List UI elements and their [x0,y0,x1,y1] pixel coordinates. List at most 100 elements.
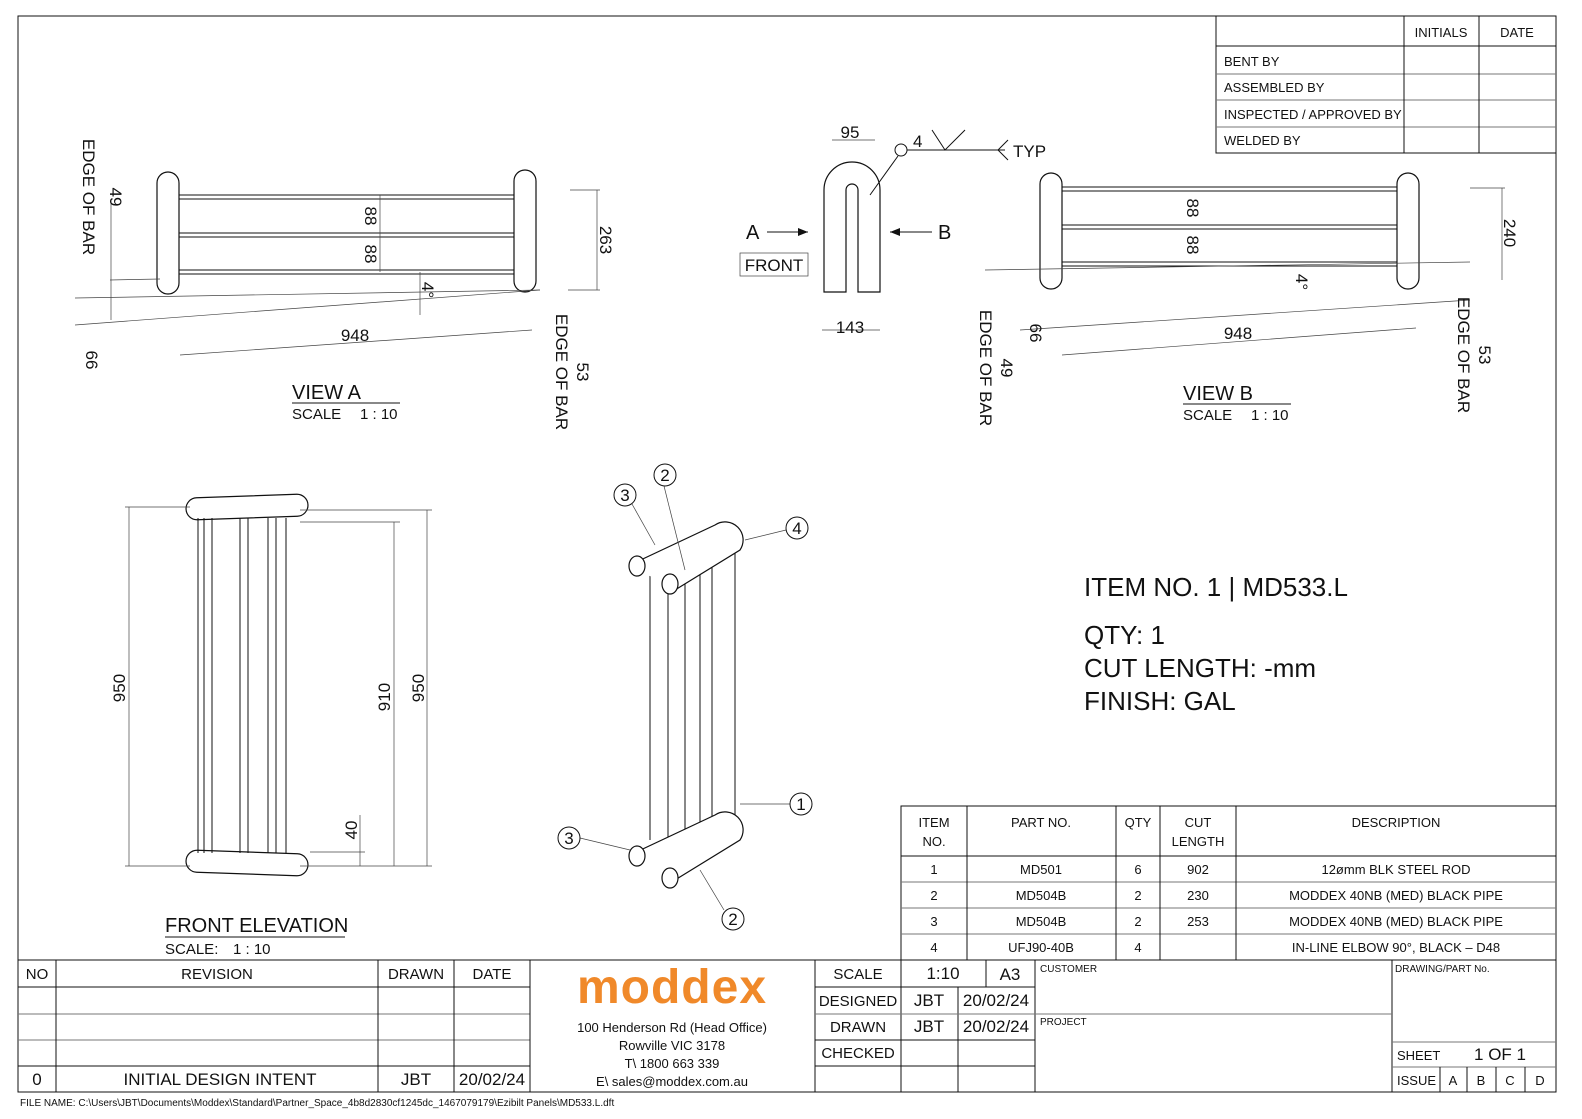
parts-cell-part: MD501 [1020,862,1062,877]
parts-cell-item: 4 [930,940,937,955]
dim-width: 948 [1224,324,1252,343]
parts-cell-part: MD504B [1016,888,1067,903]
balloon-3: 3 [620,486,629,505]
rev-no: 0 [32,1070,41,1089]
view-a-title: VIEW A [292,382,362,404]
item-title: ITEM NO. 1 | MD533.L [1084,572,1348,602]
customer-label: CUSTOMER [1040,964,1097,975]
header-length: LENGTH [1172,834,1225,849]
dim-height: 240 [1500,219,1519,247]
parts-cell-item: 3 [930,914,937,929]
parts-cell-item: 2 [930,888,937,903]
dim-height: 263 [596,226,615,254]
rev-drawn: JBT [401,1070,431,1089]
checked-label: CHECKED [821,1045,895,1062]
front-elevation-scale-label: SCALE: [165,941,218,958]
view-b: 88 88 240 4° 948 66 49 EDGE OF BAR 53 ED… [976,172,1519,426]
issue-c: C [1505,1073,1514,1088]
title-block: SCALE 1:10 A3 DESIGNED JBT 20/02/24 DRAW… [814,960,1556,1092]
dim-rod: 910 [375,683,394,711]
parts-cell-desc: 12ømm BLK STEEL ROD [1321,862,1470,877]
header-qty: QTY [1125,815,1152,830]
revision-table: NO REVISION DRAWN DATE 0 INITIAL DESIGN … [18,959,1556,1092]
view-b-scale-label: SCALE [1183,407,1232,424]
signoff-header-initials: INITIALS [1415,25,1468,40]
edge-right-label: EDGE OF BAR [1454,297,1473,413]
dim-overall-right: 950 [409,674,428,702]
parts-cell-part: UFJ90-40B [1008,940,1074,955]
signoff-row: BENT BY [1224,54,1280,69]
dim-spacing-1: 88 [361,207,380,226]
drawn-by: JBT [914,1017,944,1036]
issue-a: A [1449,1073,1458,1088]
parts-cell-qty: 6 [1134,862,1141,877]
scale-value: 1:10 [926,964,959,983]
parts-cell-cut: 902 [1187,862,1209,877]
dim-edge-left: 49 [106,188,125,207]
edge-left-label: EDGE OF BAR [79,139,98,255]
header-item: ITEM [918,815,949,830]
dim-spacing-2: 88 [1183,236,1202,255]
signoff-row: ASSEMBLED BY [1224,80,1325,95]
rev-header-date: DATE [473,966,512,983]
file-name: FILE NAME: C:\Users\JBT\Documents\Moddex… [20,1098,614,1109]
parts-cell-qty: 2 [1134,888,1141,903]
front-elevation: 950 910 950 40 FRONT ELEVATION SCALE: 1 … [110,493,432,958]
parts-cell-qty: 2 [1134,914,1141,929]
dim-angle: 4° [1292,274,1311,290]
dim-edge-left: 49 [997,359,1016,378]
front-elevation-title: FRONT ELEVATION [165,915,348,937]
parts-cell-part: MD504B [1016,914,1067,929]
item-finish: FINISH: GAL [1084,686,1236,716]
dim-top-width: 95 [841,123,860,142]
side-view: 95 143 4 TYP A B FRONT [739,123,1046,337]
view-b-title: VIEW B [1183,383,1253,405]
dim-edge-right: 53 [573,363,592,382]
balloon-3: 3 [564,829,573,848]
rev-header-revision: REVISION [181,966,253,983]
dim-spacing-1: 88 [1183,199,1202,218]
balloon-4: 4 [792,519,801,538]
front-label: FRONT [745,256,804,275]
company-email: E\ sales@moddex.com.au [596,1074,748,1089]
signoff-table: INITIALS DATE BENT BY ASSEMBLED BY INSPE… [1215,15,1557,154]
sheet-value: 1 OF 1 [1474,1045,1526,1064]
drawing-no-label: DRAWING/PART No. [1395,964,1490,975]
drawn-label: DRAWN [830,1019,886,1036]
weld-size: 4 [913,132,922,151]
dim-width: 948 [341,326,369,345]
arrow-b-label: B [938,222,951,244]
item-cut-length: CUT LENGTH: -mm [1084,653,1316,683]
rev-header-no: NO [26,966,49,983]
company-block: moddex 100 Henderson Rd (Head Office) Ro… [577,961,767,1089]
view-a-scale: 1 : 10 [360,406,398,423]
sheet-size: A3 [1000,965,1021,984]
company-phone: T\ 1800 663 339 [625,1056,720,1071]
dim-bottom-width: 143 [836,318,864,337]
parts-cell-cut: 253 [1187,914,1209,929]
designed-label: DESIGNED [819,993,898,1010]
drawn-date: 20/02/24 [963,1017,1029,1036]
moddex-logo: moddex [577,961,767,1014]
edge-right-label: EDGE OF BAR [552,314,571,430]
issue-label: ISSUE [1397,1073,1436,1088]
scale-label: SCALE [833,966,882,983]
front-elevation-scale: 1 : 10 [233,941,271,958]
parts-cell-cut: 230 [1187,888,1209,903]
dim-spacing-2: 88 [361,245,380,264]
rev-header-drawn: DRAWN [388,966,444,983]
company-city: Rowville VIC 3178 [619,1038,725,1053]
project-label: PROJECT [1040,1017,1087,1028]
balloon-2: 2 [660,466,669,485]
dim-offset: 66 [82,351,101,370]
arrow-a-label: A [746,222,760,244]
parts-cell-desc: MODDEX 40NB (MED) BLACK PIPE [1289,914,1503,929]
designed-date: 20/02/24 [963,991,1029,1010]
parts-cell-qty: 4 [1134,940,1141,955]
dim-angle: 4° [418,282,437,298]
company-address: 100 Henderson Rd (Head Office) [577,1020,767,1035]
weld-note: TYP [1013,142,1046,161]
view-a: 88 88 263 4° 948 49 EDGE OF BAR 66 53 ED… [74,139,615,430]
